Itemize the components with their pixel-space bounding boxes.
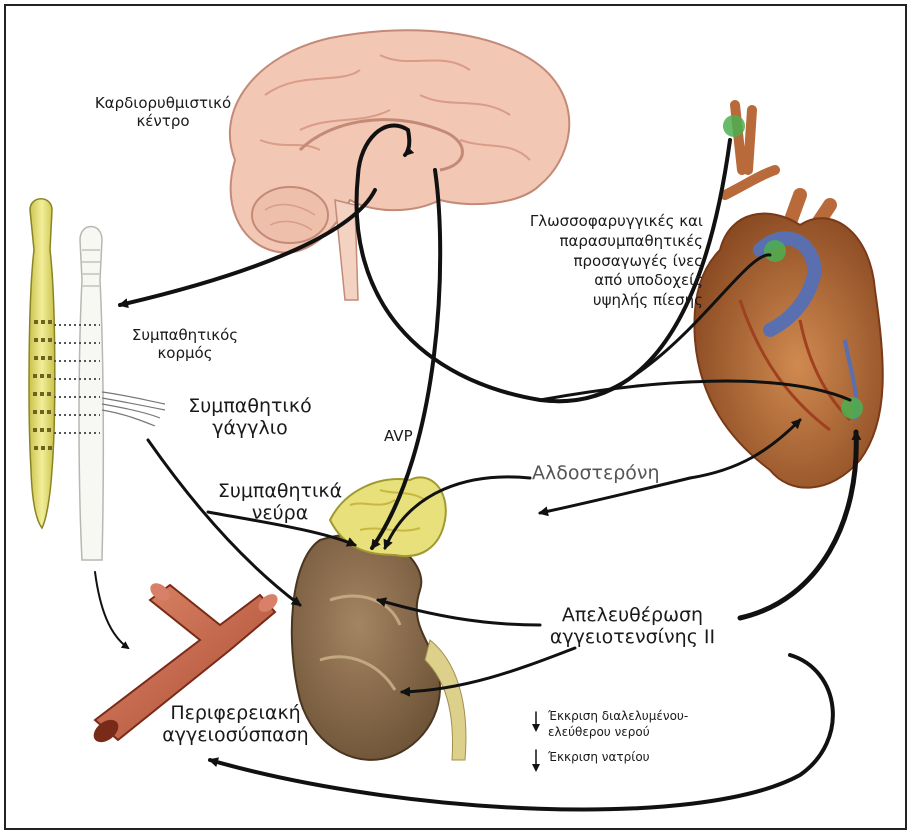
sodium-secretion-label: Έκκριση νατρίου xyxy=(548,750,650,764)
sympathetic-trunk-label: Συμπαθητικός κορμός xyxy=(120,326,250,362)
angiotensin-release-label: Απελευθέρωση αγγειοτενσίνης ΙΙ xyxy=(525,604,740,648)
cardio-center-label: Καρδιορυθμιστικό κέντρο xyxy=(88,94,238,130)
sympathetic-ganglion-label: Συμπαθητικό γάγγλιο xyxy=(170,395,330,439)
avp-label: AVP xyxy=(384,427,413,445)
water-secretion-label: Έκκριση διαλελυμένου- ελεύθερου νερού xyxy=(548,708,688,740)
sympathetic-trunk xyxy=(54,227,165,561)
afferent-fibers-label: Γλωσσοφαρυγγικές και παρασυμπαθητικές πρ… xyxy=(478,212,703,311)
peripheral-vasoconstriction-label: Περιφερειακή αγγειοσύσπαση xyxy=(148,702,323,746)
sympathetic-nerves-label: Συμπαθητικά νεύρα xyxy=(200,480,360,524)
spinal-cord xyxy=(29,199,55,528)
aldosterone-label: Αλδοστερόνη xyxy=(532,462,660,484)
